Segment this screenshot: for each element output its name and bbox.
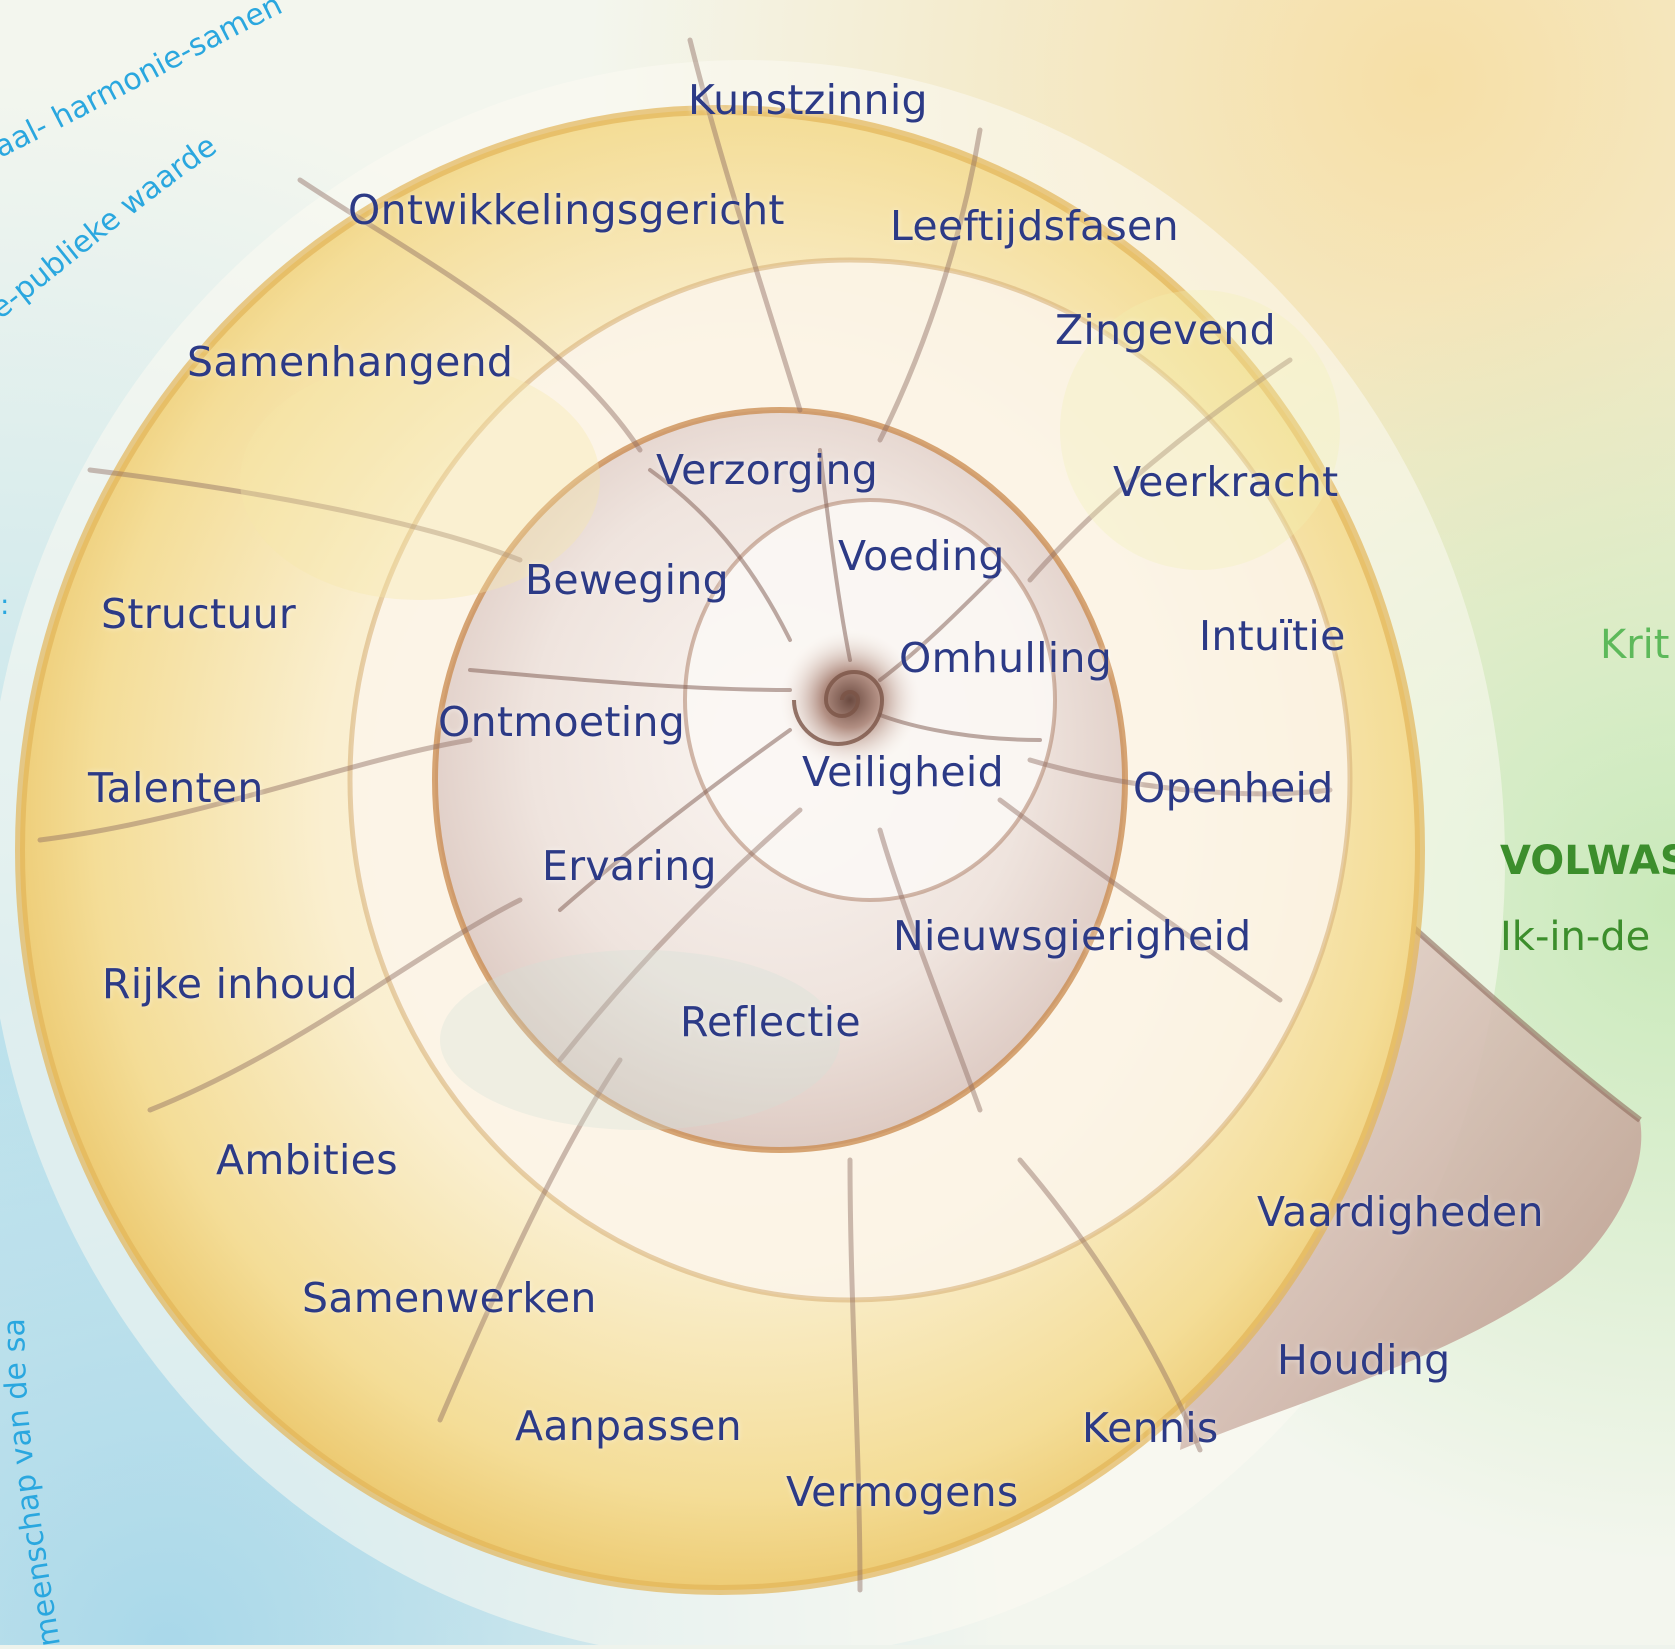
right-panel-partial-word: Krit [1600, 622, 1669, 668]
label-kennis: Kennis [1082, 1404, 1219, 1452]
right-panel-heading: VOLWAS [1500, 838, 1675, 884]
label-omhulling: Omhulling [899, 634, 1112, 682]
label-aanpassen: Aanpassen [515, 1402, 742, 1450]
label-houding: Houding [1277, 1336, 1450, 1384]
label-veerkracht: Veerkracht [1113, 458, 1339, 506]
label-nieuwsgierigheid: Nieuwsgierigheid [893, 912, 1252, 960]
label-openheid: Openheid [1133, 764, 1334, 812]
label-samenhangend: Samenhangend [187, 338, 513, 386]
label-vaardigheden: Vaardigheden [1257, 1188, 1544, 1236]
label-structuur: Structuur [101, 590, 296, 638]
label-ontmoeting: Ontmoeting [438, 698, 685, 746]
label-zingevend: Zingevend [1055, 306, 1276, 354]
label-kunstzinnig: Kunstzinnig [688, 76, 928, 124]
label-beweging: Beweging [525, 556, 729, 604]
label-talenten: Talenten [88, 764, 264, 812]
label-voeding: Voeding [838, 532, 1005, 580]
label-verzorging: Verzorging [656, 446, 878, 494]
label-reflectie: Reflectie [680, 998, 861, 1046]
label-ontwikkelingsgericht: Ontwikkelingsgericht [348, 186, 785, 234]
outer-ring-text-mid: : [0, 588, 9, 621]
label-veiligheid: Veiligheid [802, 748, 1004, 796]
label-rijke-inhoud: Rijke inhoud [102, 960, 358, 1008]
label-vermogens: Vermogens [786, 1468, 1019, 1516]
label-leeftijdsfasen: Leeftijdsfasen [890, 202, 1179, 250]
label-samenwerken: Samenwerken [302, 1274, 597, 1322]
label-ambities: Ambities [216, 1136, 398, 1184]
label-intuitie: Intuïtie [1199, 612, 1346, 660]
right-panel-subheading: Ik-in-de [1500, 914, 1650, 960]
label-ervaring: Ervaring [542, 842, 717, 890]
